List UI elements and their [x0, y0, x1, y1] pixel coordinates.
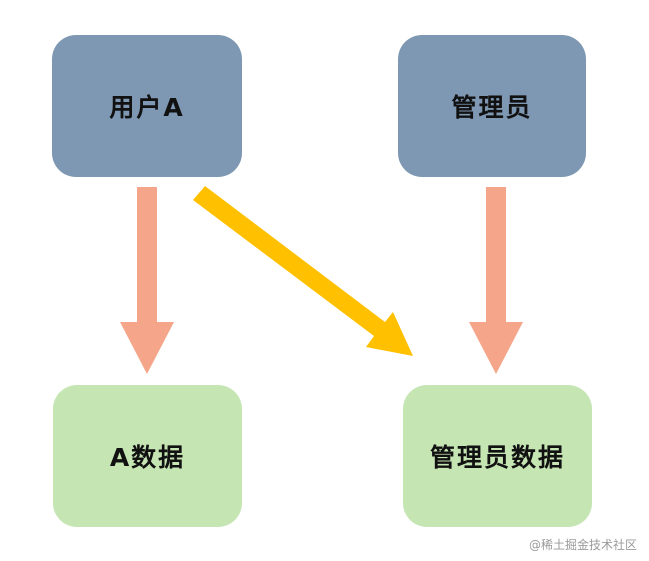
admin-data-label: 管理员数据	[429, 443, 565, 472]
user-a-node: 用户A	[52, 35, 242, 177]
arrow-user-to-a-data	[120, 187, 174, 374]
watermark: @稀土掘金技术社区	[528, 538, 637, 552]
admin-data-node: 管理员数据	[403, 385, 592, 527]
a-data-label: A数据	[109, 443, 186, 472]
user-a-label: 用户A	[109, 93, 185, 122]
admin-node: 管理员	[398, 35, 586, 177]
admin-label: 管理员	[451, 93, 533, 122]
arrow-user-to-admin-data	[193, 186, 413, 356]
a-data-node: A数据	[53, 385, 242, 527]
arrow-admin-to-admin-data	[469, 187, 523, 374]
